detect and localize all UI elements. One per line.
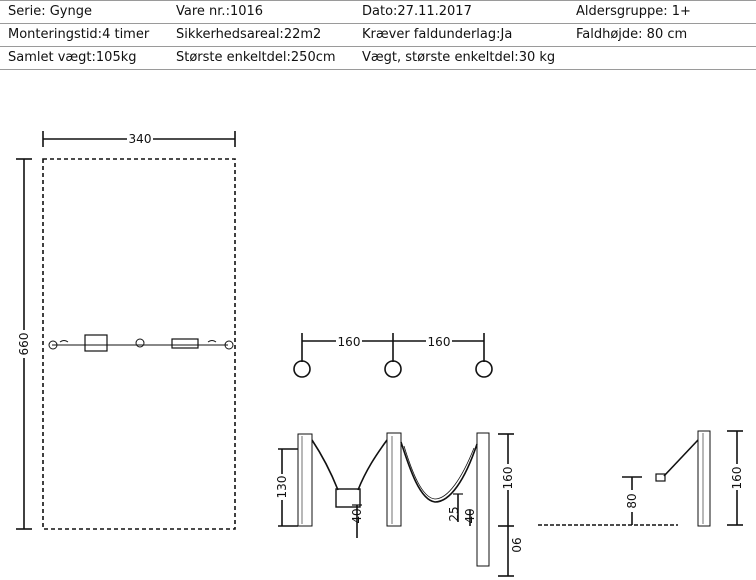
post-footprint-2 bbox=[384, 360, 402, 378]
spec-largest-part-weight: Vægt, største enkeltdel:30 kg bbox=[362, 50, 556, 65]
post-spacing-view bbox=[293, 333, 493, 378]
post-spacing-1-label: 160 bbox=[338, 335, 361, 349]
front-seat-box bbox=[335, 488, 361, 508]
spec-item-number: Vare nr.:1016 bbox=[176, 4, 264, 19]
specification-table: Serie: Gynge Vare nr.:1016 Dato:27.11.20… bbox=[0, 0, 756, 70]
spec-total-weight: Samlet vægt:105kg bbox=[8, 50, 137, 65]
safety-area-outline bbox=[42, 158, 236, 530]
front-post-left bbox=[297, 433, 313, 527]
side-post-height-label: 160 bbox=[730, 467, 744, 490]
spec-surfacing-required: Kræver faldunderlag:Ja bbox=[362, 27, 513, 42]
side-seat bbox=[655, 473, 666, 482]
spec-row: Monteringstid:4 timer Sikkerhedsareal:22… bbox=[0, 24, 756, 47]
seat-height-2-label: 25 bbox=[447, 506, 461, 521]
plan-post-middle bbox=[135, 338, 145, 348]
post-footprint-3 bbox=[475, 360, 493, 378]
spec-fall-height: Faldhøjde: 80 cm bbox=[576, 27, 688, 42]
side-chain bbox=[663, 439, 699, 477]
front-height-label: 130 bbox=[275, 476, 289, 499]
plan-seat-flat bbox=[171, 338, 199, 349]
plan-view bbox=[16, 131, 236, 530]
seat-height-3-label: 40 bbox=[463, 508, 477, 523]
plan-post-end-left bbox=[48, 340, 58, 350]
spec-age-group: Aldersgruppe: 1+ bbox=[576, 4, 691, 19]
spec-series: Serie: Gynge bbox=[8, 4, 92, 19]
plan-height-label: 660 bbox=[17, 333, 31, 356]
front-post-right bbox=[476, 432, 490, 567]
seat-height-label: 40 bbox=[350, 508, 364, 523]
spec-assembly-time: Monteringstid:4 timer bbox=[8, 27, 150, 42]
spec-row: Serie: Gynge Vare nr.:1016 Dato:27.11.20… bbox=[0, 0, 756, 24]
front-belt-seat bbox=[400, 441, 478, 503]
front-post-middle bbox=[386, 432, 402, 527]
side-post bbox=[697, 430, 711, 527]
post-depth-label: 90 bbox=[509, 537, 523, 552]
plan-seat-box bbox=[84, 334, 108, 352]
spec-largest-part: Største enkeltdel:250cm bbox=[176, 50, 336, 65]
spec-date: Dato:27.11.2017 bbox=[362, 4, 472, 19]
post-height-label: 160 bbox=[501, 467, 515, 490]
front-elevation bbox=[275, 432, 515, 577]
side-fall-height-label: 80 bbox=[625, 493, 639, 508]
post-footprint-1 bbox=[293, 360, 311, 378]
spec-safety-area: Sikkerhedsareal:22m2 bbox=[176, 27, 322, 42]
side-elevation bbox=[538, 430, 744, 527]
spec-row: Samlet vægt:105kg Største enkeltdel:250c… bbox=[0, 47, 756, 70]
post-spacing-2-label: 160 bbox=[428, 335, 451, 349]
plan-post-end-right bbox=[224, 340, 234, 350]
plan-width-label: 340 bbox=[129, 132, 152, 146]
